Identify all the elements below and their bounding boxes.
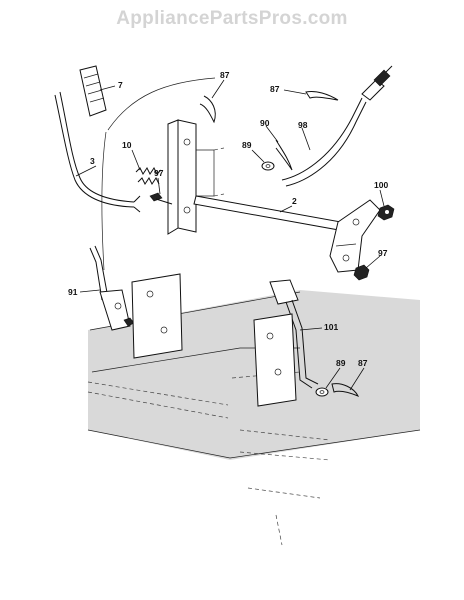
part-97-bolt-lower: [353, 264, 370, 281]
callout-3: 3: [90, 156, 95, 166]
right-deck-bracket: [253, 313, 297, 407]
fender-edge: [101, 131, 107, 271]
callout-10: 10: [122, 140, 132, 150]
watermark-text: AppliancePartsPros.com: [116, 8, 348, 29]
callout-labels: 7 87 87 3 10 90 98 89 97 2 100 97 91 101…: [68, 70, 388, 368]
callout-101: 101: [324, 322, 338, 332]
part-87-clip-lower: [331, 383, 360, 397]
callout-90: 90: [260, 118, 270, 128]
callout-97-lower: 97: [378, 248, 388, 258]
callout-89-lower: 89: [336, 358, 346, 368]
fender-outline: [107, 77, 216, 131]
callout-89-upper: 89: [242, 140, 252, 150]
callout-97-upper: 97: [154, 168, 164, 178]
callout-2: 2: [292, 196, 297, 206]
part-87-clip-upper-right: [305, 91, 339, 101]
callout-87-upper-right: 87: [270, 84, 280, 94]
part-100-nut: [377, 204, 395, 221]
part-3-lift-rod: [54, 91, 141, 213]
part-89-washer-lower: [315, 387, 329, 397]
left-deck-bracket: [131, 273, 183, 359]
part-98-adjuster-rod: [281, 65, 393, 187]
callout-87-lower: 87: [358, 358, 368, 368]
part-91-left-link: [89, 245, 135, 331]
callout-98: 98: [298, 120, 308, 130]
part-87-clip-upper-left: [199, 95, 216, 124]
part-90-hairpin: [275, 139, 293, 171]
leader-lines: [75, 79, 385, 391]
callout-100: 100: [374, 180, 388, 190]
part-89-washer-upper: [261, 161, 275, 171]
callout-87-upper-left: 87: [220, 70, 230, 80]
part-10-spring: [135, 167, 162, 185]
center-mount-bracket: [167, 119, 225, 235]
callout-91: 91: [68, 287, 78, 297]
part-7-handle-grip: [79, 65, 107, 117]
right-lift-arm: [329, 199, 381, 273]
part-97-bolt-upper: [149, 192, 173, 205]
callout-7: 7: [118, 80, 123, 90]
part-2-lift-shaft: [193, 195, 353, 233]
